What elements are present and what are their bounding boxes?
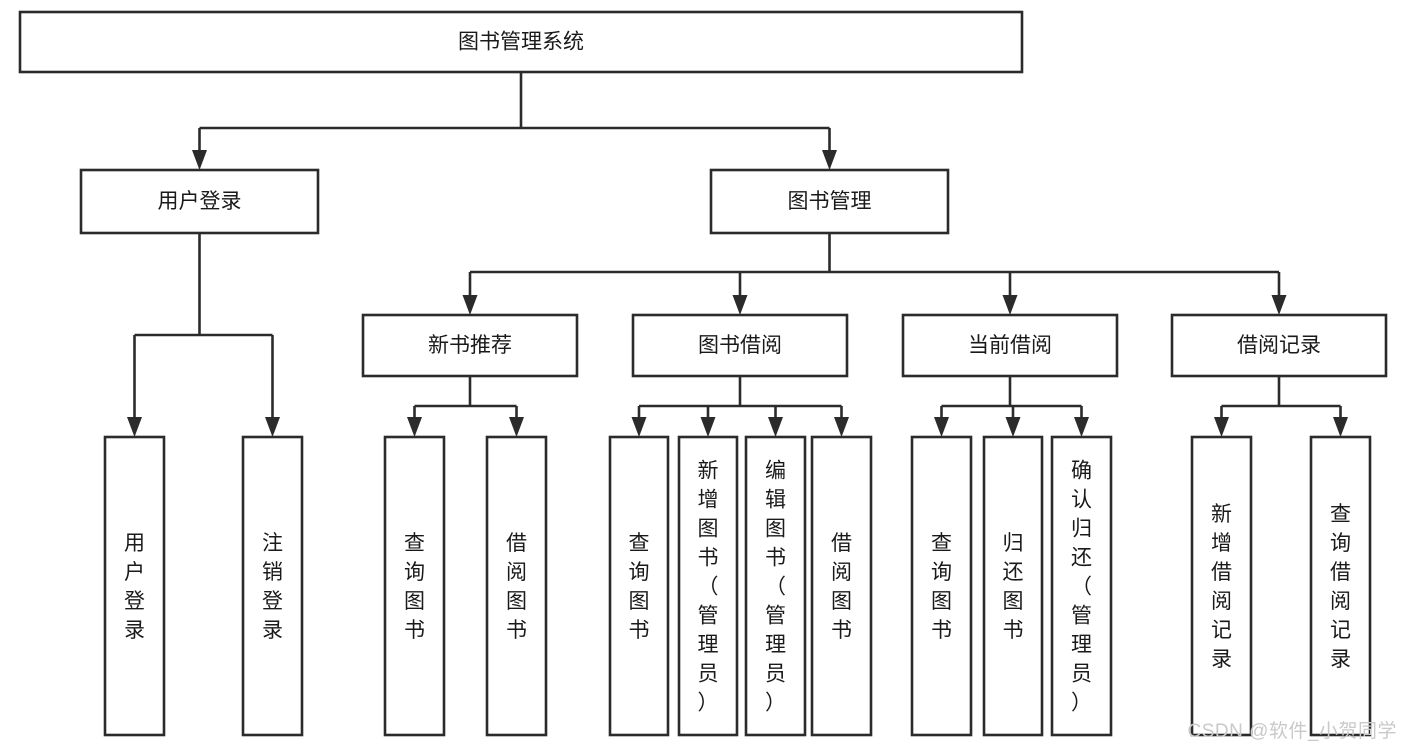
node-borrow-records[interactable]: 借阅记录 <box>1170 313 1388 378</box>
node-new-book-recommend[interactable]: 新书推荐 <box>361 313 579 378</box>
leaf-node-leaf-query-books-current[interactable]: 查询图书 <box>910 435 973 737</box>
leaf-node-leaf-query-borrow-record-label: 查询借阅记录 <box>1330 503 1351 671</box>
arrow-head-icon-leaf-edit-book-admin <box>768 417 783 437</box>
leaf-node-leaf-edit-book-admin[interactable]: 编辑图书（管理员） <box>744 435 807 737</box>
arrow-head-icon-leaf-confirm-return-admin <box>1074 417 1089 437</box>
arrow-head-icon-book-management <box>822 150 837 170</box>
leaf-node-leaf-query-books-borrow-label: 查询图书 <box>629 532 650 642</box>
leaf-node-leaf-query-borrow-record-rect[interactable] <box>1309 435 1372 737</box>
leaf-node-leaf-borrow-book[interactable]: 借阅图书 <box>810 435 873 737</box>
node-root-label: 图书管理系统 <box>458 31 584 54</box>
node-book-borrow-label: 图书借阅 <box>698 334 782 357</box>
arrow-head-icon-leaf-add-book-admin <box>700 417 716 437</box>
leaf-node-leaf-confirm-return-admin-rect[interactable] <box>1050 435 1113 737</box>
node-user-login[interactable]: 用户登录 <box>79 168 320 235</box>
leaf-node-leaf-query-books-recommend-label: 查询图书 <box>404 532 425 642</box>
leaf-node-leaf-confirm-return-admin-label: 确认归还（管理员） <box>1071 460 1092 715</box>
arrow-head-icon-leaf-query-books-recommend <box>407 417 422 437</box>
leaf-node-leaf-add-book-admin[interactable]: 新增图书（管理员） <box>677 435 739 737</box>
leaf-node-leaf-edit-book-admin-label: 编辑图书（管理员） <box>765 460 786 715</box>
arrow-head-icon-leaf-return-book <box>1005 417 1021 437</box>
node-current-borrow-rect[interactable] <box>901 313 1119 378</box>
node-boxes-layer: 图书管理系统用户登录图书管理新书推荐图书借阅当前借阅借阅记录用户登录注销登录查询… <box>18 10 1388 737</box>
leaf-node-leaf-query-books-current-label: 查询图书 <box>931 532 952 642</box>
leaf-node-leaf-user-login-label: 用户登录 <box>124 532 145 642</box>
arrow-head-icon-leaf-query-borrow-record <box>1333 417 1348 437</box>
leaf-node-leaf-query-books-borrow[interactable]: 查询图书 <box>608 435 670 737</box>
arrow-head-icon-current-borrow <box>1002 295 1018 315</box>
leaf-node-leaf-logout-login-rect[interactable] <box>241 435 304 737</box>
node-book-borrow[interactable]: 图书借阅 <box>631 313 849 378</box>
node-current-borrow-label: 当前借阅 <box>968 334 1052 357</box>
leaf-node-leaf-borrow-books-recommend-rect[interactable] <box>485 435 548 737</box>
leaf-node-leaf-return-book-label: 归还图书 <box>1003 532 1024 642</box>
leaf-node-leaf-add-borrow-record-rect[interactable] <box>1190 435 1253 737</box>
node-borrow-records-rect[interactable] <box>1170 313 1388 378</box>
leaf-node-leaf-query-books-current-rect[interactable] <box>910 435 973 737</box>
leaf-node-leaf-add-book-admin-label: 新增图书（管理员） <box>698 460 719 715</box>
connector-lines-layer <box>127 72 1348 437</box>
node-user-login-rect[interactable] <box>79 168 320 235</box>
leaf-node-leaf-query-books-recommend[interactable]: 查询图书 <box>383 435 446 737</box>
node-book-management-rect[interactable] <box>709 168 950 235</box>
arrow-head-icon-leaf-logout-login <box>265 417 280 437</box>
node-borrow-records-label: 借阅记录 <box>1237 334 1321 357</box>
arrow-head-icon-new-book-recommend <box>462 295 478 315</box>
leaf-node-leaf-add-borrow-record-label: 新增借阅记录 <box>1211 503 1232 671</box>
node-current-borrow[interactable]: 当前借阅 <box>901 313 1119 378</box>
leaf-node-leaf-return-book-rect[interactable] <box>982 435 1044 737</box>
leaf-node-leaf-edit-book-admin-rect[interactable] <box>744 435 807 737</box>
arrow-head-icon-leaf-borrow-book <box>834 417 849 437</box>
node-book-borrow-rect[interactable] <box>631 313 849 378</box>
leaf-node-leaf-borrow-books-recommend-label: 借阅图书 <box>506 532 527 642</box>
watermark-label: CSDN @软件_小贺同学 <box>1187 721 1397 742</box>
node-new-book-recommend-rect[interactable] <box>361 313 579 378</box>
arrow-head-icon-leaf-add-borrow-record <box>1214 417 1229 437</box>
node-root[interactable]: 图书管理系统 <box>18 10 1024 74</box>
arrow-head-icon-borrow-records <box>1271 295 1287 315</box>
leaf-node-leaf-confirm-return-admin[interactable]: 确认归还（管理员） <box>1050 435 1113 737</box>
node-book-management-label: 图书管理 <box>788 190 872 213</box>
leaf-node-leaf-query-books-recommend-rect[interactable] <box>383 435 446 737</box>
leaf-node-leaf-borrow-book-rect[interactable] <box>810 435 873 737</box>
leaf-node-leaf-borrow-books-recommend[interactable]: 借阅图书 <box>485 435 548 737</box>
arrow-head-icon-leaf-borrow-books-recommend <box>509 417 524 437</box>
arrow-head-icon-leaf-query-books-borrow <box>631 417 647 437</box>
node-root-rect[interactable] <box>18 10 1024 74</box>
leaf-node-leaf-query-books-borrow-rect[interactable] <box>608 435 670 737</box>
leaf-node-leaf-return-book[interactable]: 归还图书 <box>982 435 1044 737</box>
arrow-head-icon-leaf-query-books-current <box>934 417 949 437</box>
leaf-node-leaf-add-book-admin-rect[interactable] <box>677 435 739 737</box>
leaf-node-leaf-query-borrow-record[interactable]: 查询借阅记录 <box>1309 435 1372 737</box>
node-user-login-label: 用户登录 <box>158 190 242 213</box>
arrow-head-icon-book-borrow <box>732 295 748 315</box>
leaf-node-leaf-add-borrow-record[interactable]: 新增借阅记录 <box>1190 435 1253 737</box>
leaf-node-leaf-logout-login[interactable]: 注销登录 <box>241 435 304 737</box>
arrow-head-icon-leaf-user-login <box>127 417 142 437</box>
leaf-node-leaf-user-login[interactable]: 用户登录 <box>103 435 166 737</box>
leaf-node-leaf-logout-login-label: 注销登录 <box>262 532 283 642</box>
arrow-head-icon-user-login <box>192 150 207 170</box>
node-book-management[interactable]: 图书管理 <box>709 168 950 235</box>
leaf-node-leaf-borrow-book-label: 借阅图书 <box>831 532 852 642</box>
leaf-node-leaf-user-login-rect[interactable] <box>103 435 166 737</box>
node-new-book-recommend-label: 新书推荐 <box>428 334 512 357</box>
